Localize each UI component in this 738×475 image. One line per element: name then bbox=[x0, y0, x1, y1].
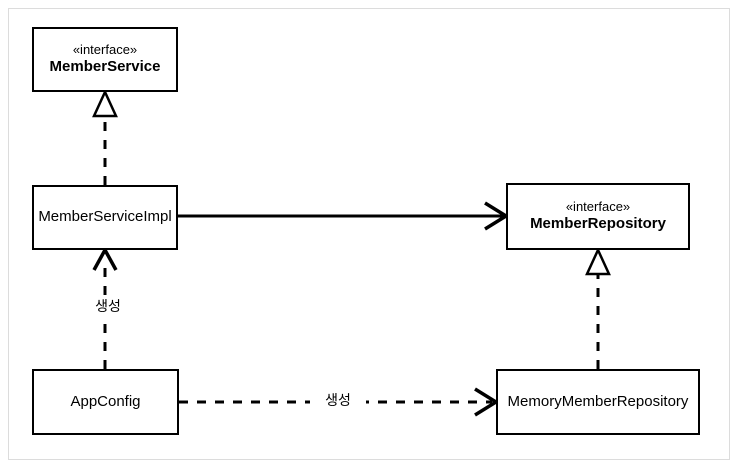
class-name-member-repository: MemberRepository bbox=[530, 215, 666, 233]
class-name-member-service: MemberService bbox=[49, 58, 161, 76]
edge-label-create-vertical: 생성 bbox=[80, 296, 136, 316]
class-box-app-config[interactable]: AppConfig bbox=[32, 369, 179, 435]
class-name-memory-member-repository: MemoryMemberRepository bbox=[507, 392, 689, 410]
stereotype-label-member-service: «interface» bbox=[72, 42, 138, 57]
class-box-member-service-impl[interactable]: MemberServiceImpl bbox=[32, 185, 178, 250]
class-box-member-repository[interactable]: «interface» MemberRepository bbox=[506, 183, 690, 250]
class-name-app-config: AppConfig bbox=[70, 392, 141, 410]
class-box-member-service[interactable]: «interface» MemberService bbox=[32, 27, 178, 92]
class-name-member-service-impl: MemberServiceImpl bbox=[38, 208, 172, 226]
edge-label-create-horizontal: 생성 bbox=[310, 390, 366, 410]
class-box-memory-member-repository[interactable]: MemoryMemberRepository bbox=[496, 369, 700, 435]
stereotype-label-member-repository: «interface» bbox=[565, 199, 631, 214]
